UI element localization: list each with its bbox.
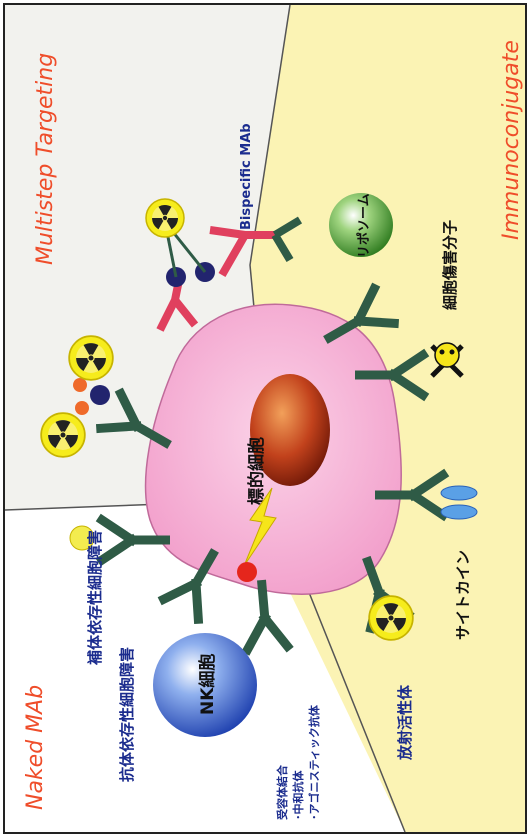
bispecific-label: Bispecific MAb [239, 123, 254, 230]
receptor-label-3: ･アゴニスティック抗体 [307, 704, 321, 820]
cytotoxic-label: 細胞傷害分子 [441, 220, 459, 310]
adcc-label: 抗体依存性細胞障害 [118, 647, 136, 782]
radioactive-icon-1 [69, 336, 113, 380]
radioactive-icon-bispecific [146, 199, 184, 237]
receptor-label-2: ･中和抗体 [291, 770, 305, 820]
liposome-label: リポソーム [356, 193, 372, 258]
receptor-dot [237, 562, 257, 582]
cdc-label: 補体依存性細胞障害 [86, 530, 104, 666]
cytokine-oval-1 [441, 486, 477, 500]
radioactive-icon-2 [41, 413, 85, 457]
chelator-dot-1 [75, 401, 89, 415]
hapten-dot-3 [90, 385, 110, 405]
cytokine-label: サイトカイン [454, 550, 472, 640]
radioactive-label: 放射活性体 [396, 684, 414, 761]
radioactive-icon-3 [369, 596, 413, 640]
immunoconjugate-title: Immunoconjugate [499, 40, 524, 240]
nk-cell-label: NK細胞 [197, 654, 218, 715]
target-cell-label: 標的細胞 [246, 437, 267, 505]
multistep-targeting-title: Multistep Targeting [33, 53, 58, 265]
chelator-dot-2 [73, 378, 87, 392]
naked-mab-title: Naked MAb [23, 685, 48, 810]
receptor-label-1: 受容体結合 [275, 764, 289, 820]
cytokine-oval-2 [441, 505, 477, 519]
